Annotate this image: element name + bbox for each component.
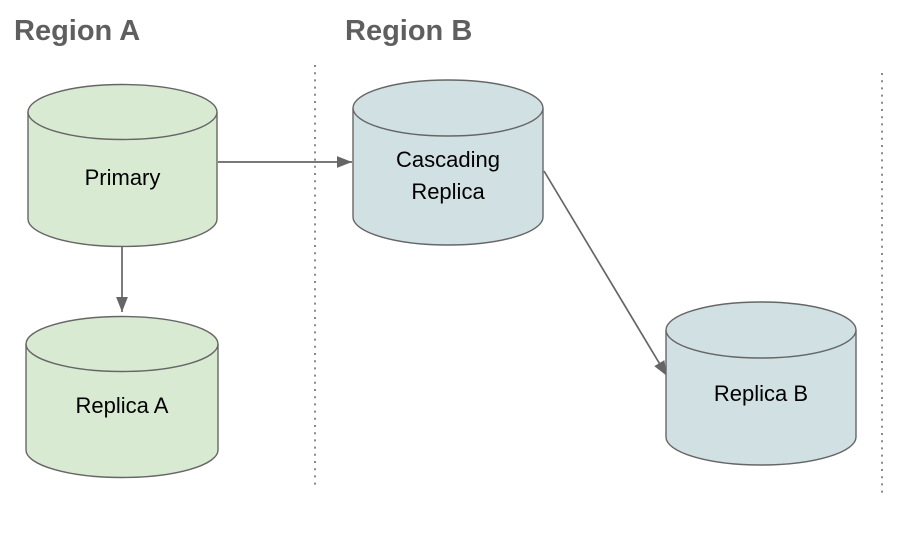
replica-a-cylinder-top [25,315,219,373]
edges [116,156,668,377]
replica-a-cylinder-body [25,344,219,479]
replica-a-label: Replica A [76,393,169,418]
region-a-title: Region A [14,15,140,47]
primary-cylinder-top [27,83,218,141]
node-replica-a: Replica A [25,315,219,479]
cascading-replica-cylinder-top [352,79,544,137]
replica-b-label: Replica B [714,381,808,406]
node-cascading-replica: Cascading Replica [352,79,544,246]
cascading-replica-label-line1: Cascading [396,147,500,172]
node-primary: Primary [27,83,218,248]
primary-cylinder-body [27,112,218,248]
cascading-replica-cylinder-body [352,108,544,246]
cascading-replica-label-line2: Replica [411,179,485,204]
replica-b-cylinder-body [665,330,857,466]
replica-b-cylinder-top [665,301,857,359]
primary-label: Primary [85,165,161,190]
node-replica-b: Replica B [665,301,857,466]
arrow-cascading-replica-to-replica-b [543,170,668,377]
region-b-title: Region B [345,15,472,47]
